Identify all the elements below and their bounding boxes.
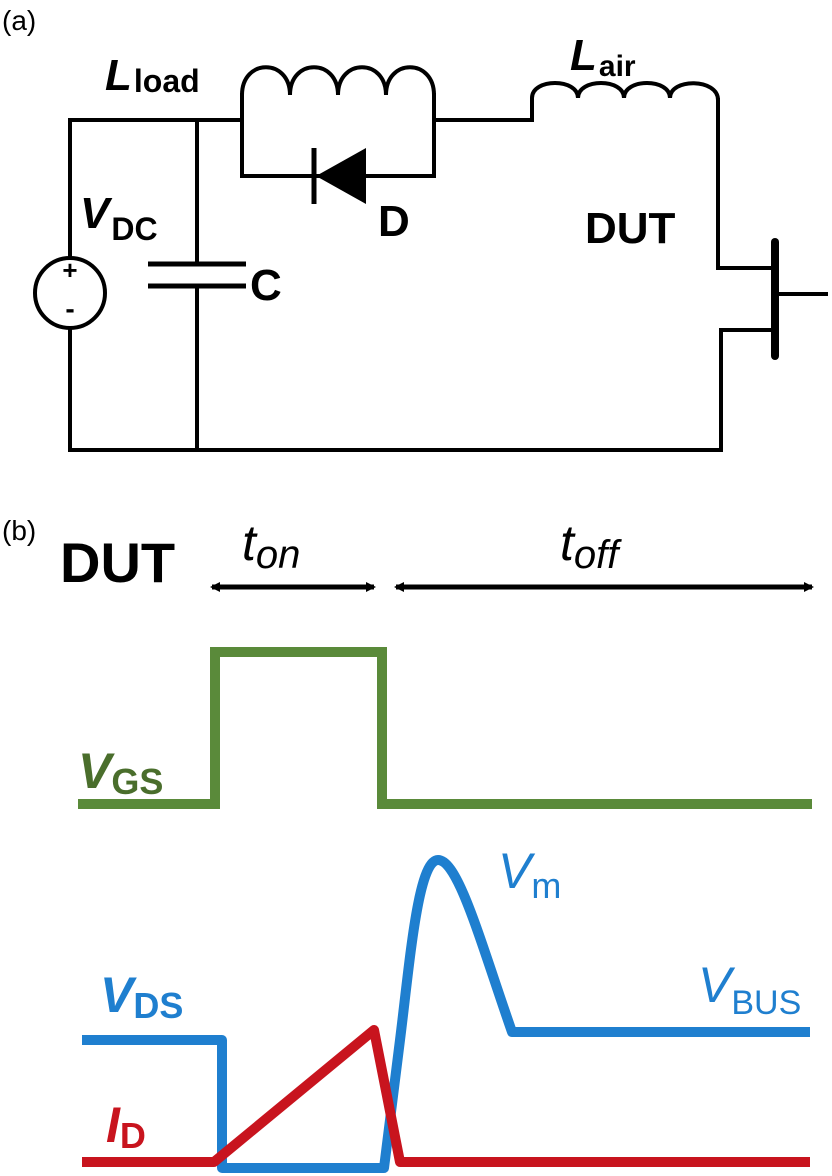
id-waveform	[82, 1025, 810, 1167]
panel-b-tag: (b)	[2, 515, 36, 546]
inductor-air-symbol	[530, 81, 721, 122]
label-v-dc: VDC	[80, 189, 158, 247]
label-l-load: Lload	[105, 51, 200, 100]
label-v-m: Vm	[498, 843, 561, 906]
diode-symbol	[316, 148, 366, 204]
source-minus-sign: -	[65, 293, 74, 324]
vgs-waveform	[78, 647, 812, 809]
circuit-panel: (a) + - Lload Lair VDC	[2, 5, 828, 452]
label-dut-circuit: DUT	[585, 204, 676, 253]
label-l-air: Lair	[570, 31, 636, 83]
panel-a-tag: (a)	[2, 5, 36, 36]
waveform-panel: (b) DUT ton toff VGS Vm VDS VBUS ID	[2, 515, 814, 1173]
label-v-gs: VGS	[78, 743, 163, 802]
label-v-bus: VBUS	[698, 957, 801, 1022]
label-t-off: toff	[560, 515, 622, 577]
label-t-on: ton	[242, 515, 300, 577]
label-capacitor: C	[250, 261, 282, 310]
vds-waveform	[82, 855, 810, 1173]
label-i-d: ID	[106, 1097, 146, 1156]
label-v-ds: VDS	[100, 967, 183, 1026]
inductor-load-symbol	[239, 65, 437, 98]
label-dut-timing: DUT	[60, 531, 175, 594]
source-plus-sign: +	[62, 255, 77, 285]
label-diode: D	[378, 197, 410, 246]
dc-source-symbol	[33, 256, 107, 330]
wire-source	[719, 328, 775, 452]
